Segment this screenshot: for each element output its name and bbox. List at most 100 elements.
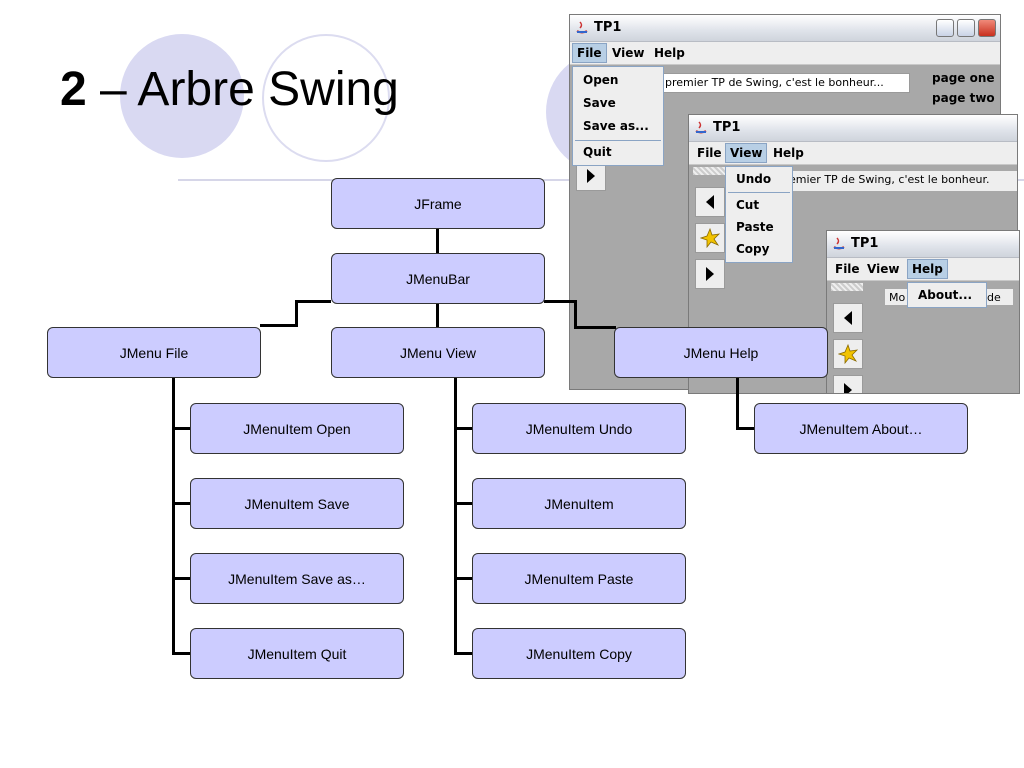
node-jmenuitem-undo: JMenuItem Undo [472,403,686,454]
node-jmenu-help: JMenu Help [614,327,828,378]
tree-connector [295,300,298,326]
forward-button[interactable] [695,259,725,289]
swing-window-help: TP1 File View Help Mo de About... [826,230,1020,394]
text-fragment-left: Mo [885,289,909,305]
node-jmenuitem-open: JMenuItem Open [190,403,404,454]
tree-connector [436,229,439,253]
menu-view[interactable]: View [612,46,645,60]
node-jmenu-view: JMenu View [331,327,545,378]
menu-help[interactable]: Help [654,46,685,60]
popup-separator [575,140,661,141]
forward-button[interactable] [833,375,863,393]
burst-icon [700,228,720,248]
tree-connector [574,300,577,328]
star-button[interactable] [833,339,863,369]
arrow-right-icon [844,383,852,393]
tree-connector [454,502,474,505]
decor-circle-ring [262,34,390,162]
tree-connector [172,502,192,505]
node-jmenuitem-quit: JMenuItem Quit [190,628,404,679]
popup-separator [728,192,790,193]
node-jmenuitem-copy: JMenuItem Copy [472,628,686,679]
menu-help[interactable]: Help [773,146,804,160]
menu-view[interactable]: View [867,262,900,276]
text-fragment-right: de [983,289,1013,305]
window-titlebar: TP1 [689,115,1017,142]
tree-connector [172,652,192,655]
toolbar-grip [693,167,725,175]
window-title: TP1 [713,120,741,135]
toolbar-grip [831,283,863,291]
menu-help[interactable]: Help [907,259,948,279]
decor-circle-filled [120,34,244,158]
java-icon [576,21,588,34]
node-jmenubar: JMenuBar [331,253,545,304]
tree-connector [260,324,298,327]
node-jmenuitem-save: JMenuItem Save [190,478,404,529]
window-titlebar: TP1 [827,231,1019,258]
back-button[interactable] [695,187,725,217]
popup-item-save[interactable]: Save [583,96,616,110]
menubar: File View Help [570,42,1000,65]
side-label-page-two: page two [932,91,995,105]
file-popup-menu: Open Save Save as... Quit [572,66,664,166]
popup-item-quit[interactable]: Quit [583,145,612,159]
popup-item-about[interactable]: About... [918,288,973,302]
maximize-button[interactable] [957,19,975,37]
view-popup-menu: Undo Cut Paste Copy [725,166,793,263]
burst-icon [838,344,858,364]
menu-file[interactable]: File [572,43,607,63]
menubar: File View Help [689,142,1017,165]
popup-item-undo[interactable]: Undo [736,172,772,186]
text-field[interactable]: premier TP de Swing, c'est le bonheur... [660,73,910,93]
node-jmenuitem-paste: JMenuItem Paste [472,553,686,604]
window-title: TP1 [594,20,622,35]
minimize-button[interactable] [936,19,954,37]
title-text: Arbre Swing [137,63,399,116]
java-icon [695,121,707,134]
window-title: TP1 [851,236,879,251]
back-button[interactable] [833,303,863,333]
popup-item-copy[interactable]: Copy [736,242,770,256]
tree-connector [295,300,331,303]
node-jmenuitem-about: JMenuItem About… [754,403,968,454]
popup-item-open[interactable]: Open [583,73,619,87]
close-button[interactable] [978,19,996,37]
star-button[interactable] [695,223,725,253]
tree-connector [172,577,192,580]
node-jmenuitem-save-as: JMenuItem Save as… [190,553,404,604]
arrow-left-icon [706,195,714,209]
play-button[interactable] [576,161,606,191]
menu-file[interactable]: File [835,262,860,276]
popup-item-save-as[interactable]: Save as... [583,119,649,133]
tree-connector [454,427,474,430]
menubar: File View Help [827,258,1019,281]
slide-number: 2 [60,63,87,116]
node-jmenuitem-cut: JMenuItem [472,478,686,529]
text-field[interactable]: emier TP de Swing, c'est le bonheur. [785,171,1017,191]
popup-item-paste[interactable]: Paste [736,220,774,234]
node-jframe: JFrame [331,178,545,229]
arrow-right-icon [706,267,714,281]
tree-connector [454,577,474,580]
tree-connector [172,378,175,654]
menu-view[interactable]: View [725,143,768,163]
tree-connector [436,303,439,327]
side-label-page-one: page one [932,71,995,85]
title-dash: – [86,63,138,116]
tree-connector [544,300,576,303]
java-icon [833,237,845,250]
tree-connector [736,378,739,430]
help-popup-menu: About... [907,282,987,308]
tree-connector [574,326,616,329]
node-jmenu-file: JMenu File [47,327,261,378]
tree-connector [454,652,474,655]
arrow-right-icon [587,169,595,183]
arrow-left-icon [844,311,852,325]
tree-connector [736,427,756,430]
tree-connector [172,427,192,430]
popup-item-cut[interactable]: Cut [736,198,760,212]
tree-connector [454,378,457,654]
window-titlebar: TP1 [570,15,1000,42]
menu-file[interactable]: File [697,146,722,160]
